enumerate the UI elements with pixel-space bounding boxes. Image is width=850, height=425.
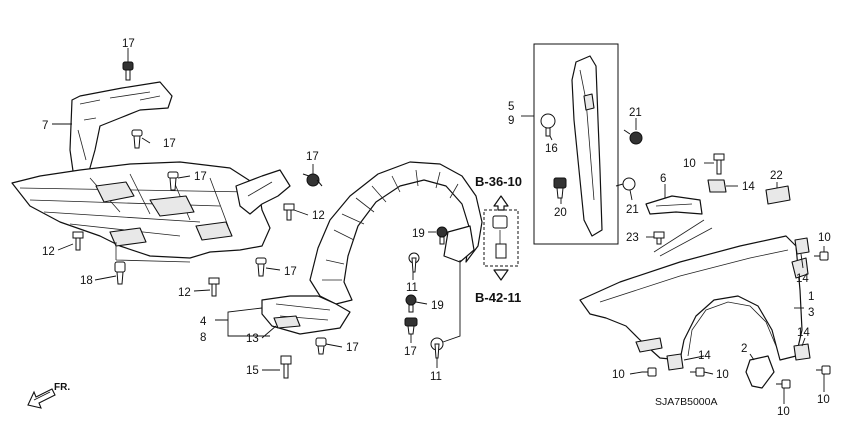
callout-10-e: 10 [777,406,790,418]
leader-lines [52,48,825,404]
callout-10-f: 10 [817,394,830,406]
callout-10-c: 10 [612,369,625,381]
callout-17-top: 17 [122,38,135,50]
clip-17-e[interactable] [255,257,267,277]
bolt-10-f[interactable] [816,365,831,375]
bolt-10-a[interactable] [713,153,725,175]
screw-11-b[interactable] [430,337,444,359]
clip-20[interactable] [553,177,567,199]
clip-17-g[interactable] [404,317,418,335]
bolt-10-e[interactable] [776,379,791,389]
callout-21-a: 21 [629,107,642,119]
bolt-15[interactable] [280,355,292,379]
callout-12-c: 12 [178,287,191,299]
callout-10-b: 10 [818,232,831,244]
clip-21-a[interactable] [623,129,643,145]
bolt-10-c[interactable] [642,367,657,377]
callout-labels: 17 7 17 17 17 12 12 18 12 17 4 8 13 15 1… [42,38,831,418]
callout-7: 7 [42,120,48,132]
clip-17-f[interactable] [315,337,327,355]
callout-22: 22 [770,170,783,182]
bolt-10-b[interactable] [814,251,829,261]
nut-14-a[interactable] [707,179,727,193]
screw-11-a[interactable] [408,252,420,273]
callout-4: 4 [200,316,207,328]
callout-8: 8 [200,332,206,344]
callout-11-a: 11 [406,282,418,294]
bracket-6[interactable] [645,195,703,215]
callout-14-a: 14 [742,181,755,193]
callout-9: 9 [508,115,514,127]
front-direction-arrow-icon [27,388,56,409]
bolt-12-b[interactable] [72,231,84,251]
callout-15: 15 [246,365,259,377]
bolt-23[interactable] [653,231,665,245]
callout-17-f: 17 [346,342,359,354]
clip-17-c[interactable] [167,171,179,191]
callout-11-b: 11 [430,371,442,383]
callout-18: 18 [80,275,93,287]
clip-17-d[interactable] [302,173,323,187]
ref-label-lower: B-42-11 [475,290,521,305]
callout-10-a: 10 [683,158,696,170]
bracket-2[interactable] [745,355,775,389]
ref-arrow-up [493,195,509,211]
callout-17-e: 17 [284,266,297,278]
callout-10-d: 10 [716,369,729,381]
clip-19-b[interactable] [405,294,417,313]
bolt-12-a[interactable] [283,203,295,221]
callout-17-b: 17 [163,138,176,150]
callout-19-b: 19 [431,300,444,312]
callout-6: 6 [660,173,666,185]
callout-12-a: 12 [312,210,325,222]
callout-19-a: 19 [412,228,425,240]
callout-17-d: 17 [306,151,319,163]
clip-17-b[interactable] [131,129,143,149]
clip-21-b[interactable] [615,177,636,191]
callout-23: 23 [626,232,639,244]
clip-19-a[interactable] [436,226,448,245]
fender-side-bracket[interactable] [571,55,603,237]
callout-14-b: 14 [796,273,809,285]
callout-12-b: 12 [42,246,55,258]
callout-17-g: 17 [404,346,417,358]
nut-14-c[interactable] [666,353,684,371]
front-splash-shield[interactable] [11,81,291,259]
nut-14-d[interactable] [793,343,811,361]
clip-16[interactable] [540,113,556,137]
callout-5: 5 [508,101,514,113]
callout-14-c: 14 [698,350,711,362]
callout-21-b: 21 [626,204,639,216]
ref-arrow-down [493,269,509,281]
bolt-10-d[interactable] [690,367,705,377]
callout-3: 3 [808,307,814,319]
callout-14-d: 14 [797,327,810,339]
nut-14-b[interactable] [794,237,810,255]
direction-label: FR. [54,382,70,393]
callout-1: 1 [808,291,814,303]
insulator-22[interactable] [765,185,791,205]
callout-2: 2 [741,343,747,355]
bolt-12-c[interactable] [208,277,220,297]
clip-18[interactable] [114,261,126,285]
clip-17-top[interactable] [122,61,134,81]
ref-label-upper: B-36-10 [475,174,522,189]
callout-13: 13 [246,333,259,345]
diagram-code: SJA7B5000A [655,396,717,408]
bracket-13[interactable] [273,315,301,329]
ref-connector-group [483,209,519,267]
callout-20: 20 [554,207,567,219]
front-fender[interactable] [579,235,809,361]
callout-17-c: 17 [194,171,207,183]
bracket-group-frame [533,43,619,245]
callout-16: 16 [545,143,558,155]
